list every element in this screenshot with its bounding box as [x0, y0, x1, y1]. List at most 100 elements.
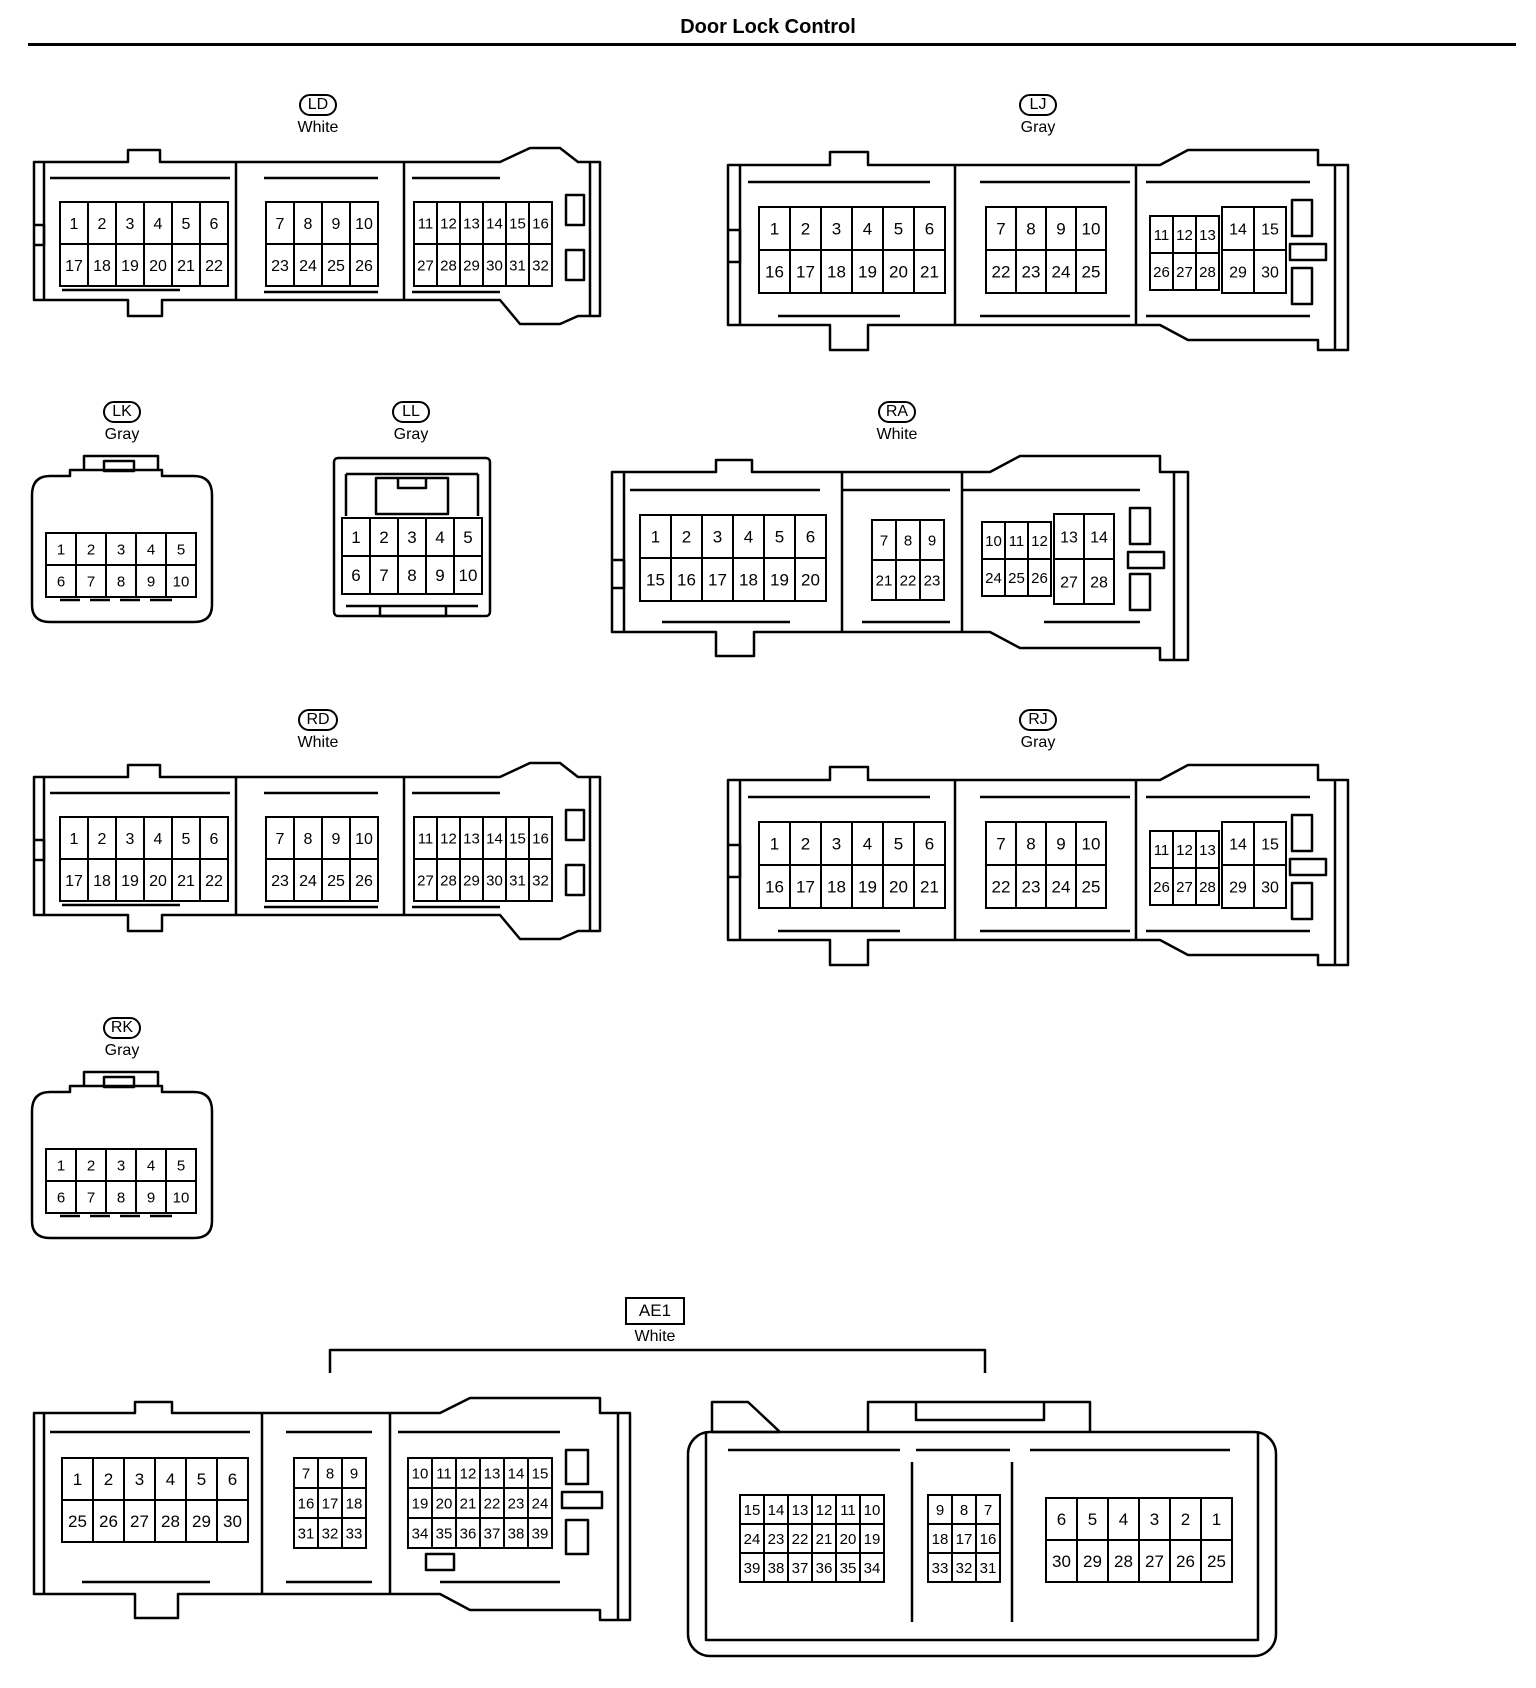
pin-number: 29 — [1229, 264, 1247, 281]
pin-number: 18 — [93, 258, 111, 275]
pin-number: 18 — [827, 263, 846, 282]
pin-number: 6 — [210, 216, 219, 233]
pin-number: 9 — [147, 1189, 155, 1206]
connector-header-ld: LD White — [238, 94, 398, 138]
pin-number: 22 — [792, 1531, 809, 1548]
pin-number: 3 — [832, 835, 841, 854]
pin-cell — [87, 858, 117, 902]
pin-number: 19 — [412, 1495, 429, 1512]
pin-number: 32 — [956, 1560, 973, 1577]
pin-number: 22 — [205, 258, 223, 275]
pin-number: 29 — [1083, 1552, 1102, 1571]
pin-cell — [701, 557, 734, 602]
pin-number: 9 — [435, 566, 444, 585]
pin-number: 8 — [304, 831, 313, 848]
pin-number: 27 — [417, 872, 434, 889]
pin-cell — [1027, 558, 1052, 597]
pin-number: 1 — [770, 220, 779, 239]
pin-number: 23 — [271, 873, 289, 890]
pin-cell — [453, 555, 483, 595]
pin-number: 5 — [894, 835, 903, 854]
pin-number: 3 — [713, 528, 722, 547]
pin-cell — [1138, 1497, 1171, 1541]
pin-cell — [732, 557, 765, 602]
pin-cell — [919, 519, 945, 561]
pin-number: 19 — [864, 1531, 881, 1548]
pin-number: 17 — [65, 258, 83, 275]
pin-number: 1 — [770, 835, 779, 854]
pin-number: 24 — [299, 873, 317, 890]
pin-number: 20 — [889, 878, 908, 897]
pin-number: 4 — [1119, 1510, 1128, 1529]
pin-cell — [789, 864, 822, 909]
pin-number: 10 — [1082, 835, 1101, 854]
pin-number: 18 — [739, 571, 758, 590]
pin-number: 29 — [463, 257, 480, 274]
pin-number: 5 — [1088, 1510, 1097, 1529]
pin-cell — [105, 1148, 137, 1182]
connector-header-lj: LJ Gray — [958, 94, 1118, 138]
pin-number: 1 — [73, 1470, 82, 1489]
pin-number: 34 — [864, 1560, 881, 1577]
connector-housing-ld — [32, 146, 602, 326]
connector-color-rk: Gray — [104, 1042, 140, 1059]
pin-cell — [1169, 1539, 1202, 1583]
pin-number: 1 — [651, 528, 660, 547]
pin-number: 7 — [87, 1189, 95, 1206]
pin-number: 2 — [87, 1157, 95, 1174]
pin-cell — [115, 858, 145, 902]
pin-number: 26 — [99, 1512, 118, 1531]
pin-number: 13 — [1199, 227, 1216, 244]
pin-cell — [349, 816, 379, 860]
pin-number: 25 — [327, 873, 345, 890]
pin-cell — [820, 864, 853, 909]
pin-cell — [154, 1457, 187, 1501]
pin-number: 23 — [1022, 263, 1041, 282]
pin-cell — [787, 1523, 813, 1554]
pin-number: 11 — [1154, 227, 1170, 244]
pin-number: 25 — [1082, 878, 1101, 897]
pin-number: 6 — [925, 835, 934, 854]
pin-cell — [787, 1552, 813, 1583]
pin-cell — [265, 243, 295, 287]
pin-number: 2 — [98, 216, 107, 233]
pin-number: 10 — [412, 1465, 429, 1482]
connector-header-ll: LL Gray — [331, 401, 491, 445]
pin-number: 19 — [858, 263, 877, 282]
pin-cell — [1253, 206, 1287, 251]
pin-cell — [321, 858, 351, 902]
pin-number: 5 — [182, 216, 191, 233]
pin-number: 31 — [980, 1560, 997, 1577]
connector-housing-ll — [332, 456, 492, 618]
pin-number: 10 — [459, 566, 478, 585]
pin-cell — [1075, 249, 1107, 294]
pin-cell — [1253, 249, 1287, 294]
pin-number: 9 — [928, 532, 936, 549]
pin-number: 8 — [904, 532, 912, 549]
pin-number: 7 — [276, 216, 285, 233]
pin-number: 8 — [304, 216, 313, 233]
pin-number: 25 — [327, 258, 345, 275]
pin-number: 3 — [117, 541, 125, 558]
connector-header-lk: LK Gray — [42, 401, 202, 445]
pin-number: 28 — [1199, 879, 1216, 896]
pin-number: 31 — [509, 872, 526, 889]
connector-code-ra: RA — [877, 401, 917, 423]
pin-number: 6 — [57, 1189, 65, 1206]
pin-number: 26 — [1031, 570, 1048, 587]
pin-cell — [701, 514, 734, 559]
pin-number: 23 — [1022, 878, 1041, 897]
pin-number: 17 — [956, 1531, 973, 1548]
pin-number: 3 — [117, 1157, 125, 1174]
pin-number: 1 — [70, 216, 79, 233]
